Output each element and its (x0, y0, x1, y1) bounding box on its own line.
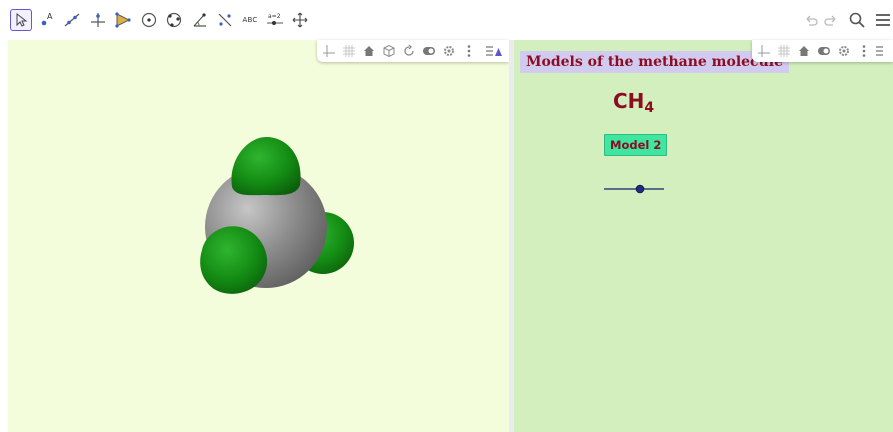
view-cube-button[interactable] (380, 42, 398, 60)
slider-tool-button[interactable]: a=2 (264, 9, 286, 31)
formula-subscript: 4 (644, 100, 655, 116)
move-tool-button[interactable] (10, 9, 32, 31)
reflect-icon (218, 13, 232, 27)
grid-toggle-button[interactable] (340, 42, 358, 60)
redo-button[interactable] (820, 9, 842, 31)
rotate-view-button[interactable] (400, 42, 418, 60)
main-toolbar: A ABC a=2 (0, 0, 893, 36)
style-bar-toggle-icon (486, 46, 502, 56)
toggle-icon (423, 47, 435, 55)
slider-knob (635, 184, 645, 194)
line-tool-button[interactable] (61, 9, 83, 31)
point-icon: A (41, 12, 53, 26)
circle-icon (141, 12, 157, 28)
gear-icon (839, 46, 849, 56)
methane-formula: CH4 (613, 89, 654, 116)
more-options-button-2d[interactable] (855, 42, 873, 60)
menu-icon (876, 14, 890, 26)
toggle-button[interactable] (420, 42, 438, 60)
circle-through-points-icon (166, 12, 182, 28)
methane-molecule-model[interactable] (178, 125, 368, 305)
home-button-2d[interactable] (795, 42, 813, 60)
graphics-2d-style-bar (752, 40, 893, 62)
style-bar-toggle-button[interactable] (485, 42, 503, 60)
undo-button[interactable] (800, 9, 822, 31)
svg-text:A: A (47, 12, 53, 21)
search-button[interactable] (846, 9, 868, 31)
molecule-title: Models of the methane molecule (520, 51, 789, 73)
toggle-button-2d[interactable] (815, 42, 833, 60)
axes-toggle-button[interactable] (320, 42, 338, 60)
search-icon (849, 12, 865, 28)
angle-icon (193, 13, 206, 27)
perpendicular-line-icon (91, 13, 105, 27)
polygon-tool-button[interactable] (112, 9, 134, 31)
cursor-arrow-icon (16, 13, 28, 27)
slider-icon: a=2 (267, 13, 283, 25)
text-tool-label: ABC (242, 16, 258, 24)
redo-icon (824, 15, 836, 26)
grid-toggle-button-2d[interactable] (775, 42, 793, 60)
undo-icon (806, 15, 818, 26)
angle-tool-button[interactable] (189, 9, 211, 31)
right-toolbar (800, 9, 893, 31)
graphics-3d-style-bar (317, 40, 509, 62)
more-icon (862, 45, 866, 57)
hydrogen-atom-top (231, 137, 301, 196)
point-tool-button[interactable]: A (36, 9, 58, 31)
reflect-tool-button[interactable] (214, 9, 236, 31)
home-icon (799, 46, 809, 56)
view-divider[interactable] (509, 40, 514, 432)
menu-button[interactable] (872, 9, 893, 31)
axes-icon (323, 45, 335, 57)
graphics-3d-view[interactable] (8, 40, 509, 432)
home-icon (364, 46, 374, 56)
view-cube-icon (383, 44, 395, 58)
text-tool-button[interactable]: ABC (239, 9, 261, 31)
gear-icon (444, 46, 454, 56)
grid-icon (343, 45, 355, 57)
circle-tool-button[interactable] (138, 9, 160, 31)
axes-toggle-button-2d[interactable] (755, 42, 773, 60)
graphics-2d-view[interactable]: Models of the methane molecule CH4 Model… (514, 40, 893, 432)
toggle-icon (818, 47, 830, 55)
line-icon (64, 13, 80, 27)
polygon-icon (115, 12, 131, 28)
more-icon (467, 45, 471, 57)
style-bar-toggle-icon (876, 46, 883, 56)
model-slider[interactable] (603, 182, 665, 196)
axes-icon (758, 45, 770, 57)
move-graphics-view-tool-button[interactable] (289, 9, 311, 31)
formula-main: CH (613, 89, 645, 113)
perpendicular-line-tool-button[interactable] (87, 9, 109, 31)
model-label-badge[interactable]: Model 2 (604, 134, 668, 156)
hydrogen-atom-left (200, 226, 268, 294)
settings-button-2d[interactable] (835, 42, 853, 60)
slider-tool-label: a=2 (268, 13, 281, 20)
circle-through-points-tool-button[interactable] (163, 9, 185, 31)
move-arrows-icon (292, 12, 308, 28)
grid-icon (778, 45, 790, 57)
more-options-button[interactable] (460, 42, 478, 60)
style-bar-toggle-button-2d[interactable] (875, 42, 893, 60)
home-button[interactable] (360, 42, 378, 60)
settings-button[interactable] (440, 42, 458, 60)
rotate-icon (404, 44, 414, 56)
